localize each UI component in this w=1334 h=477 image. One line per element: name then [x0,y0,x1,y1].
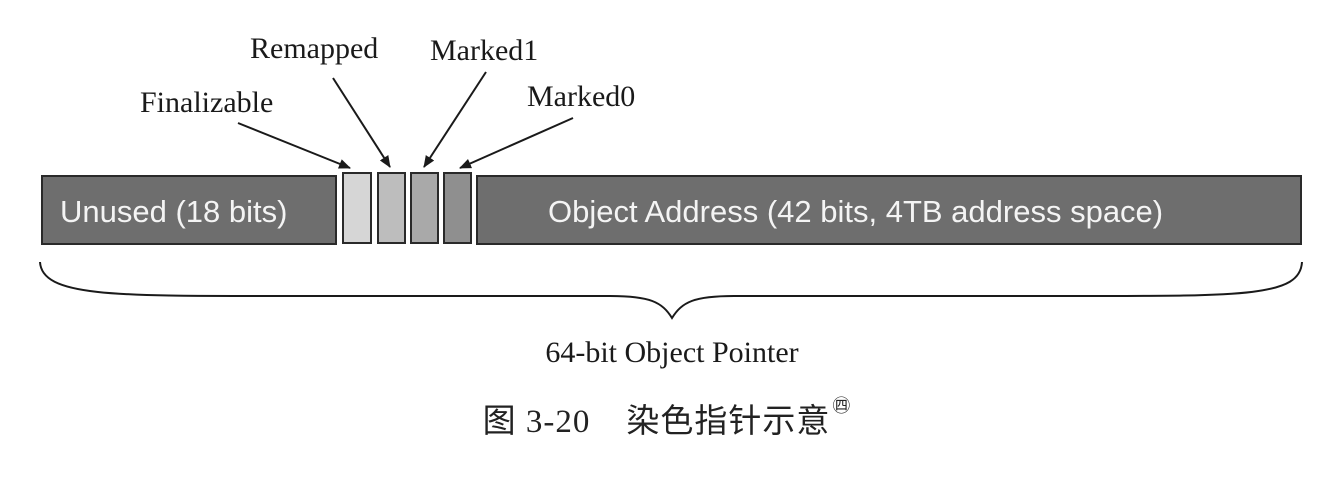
finalizable-arrow [237,122,351,169]
figure-caption-text: 染色指针示意 [626,404,831,440]
figure-caption: 图 3-20 染色指针示意㊃ [0,394,1334,442]
marked0-label: Marked0 [527,80,635,113]
remapped-arrow [332,77,391,168]
remapped-bit [377,172,406,244]
object-address-block [476,175,1302,245]
finalizable-label: Finalizable [140,86,273,119]
pointer-label: 64-bit Object Pointer [545,336,798,369]
figure-number: 图 3-20 [482,404,591,440]
remapped-label: Remapped [250,32,378,65]
marked1-bit [410,172,439,244]
footnote-marker: ㊃ [832,396,852,416]
marked1-arrow [423,71,487,168]
unused-bits-block [41,175,337,245]
marked0-bit [443,172,472,244]
pointer-brace [39,261,1303,320]
finalizable-bit [342,172,372,244]
marked0-arrow [459,117,574,169]
marked1-label: Marked1 [430,34,538,67]
unused-bits-label: Unused (18 bits) [60,194,287,229]
object-address-label: Object Address (42 bits, 4TB address spa… [548,194,1163,229]
